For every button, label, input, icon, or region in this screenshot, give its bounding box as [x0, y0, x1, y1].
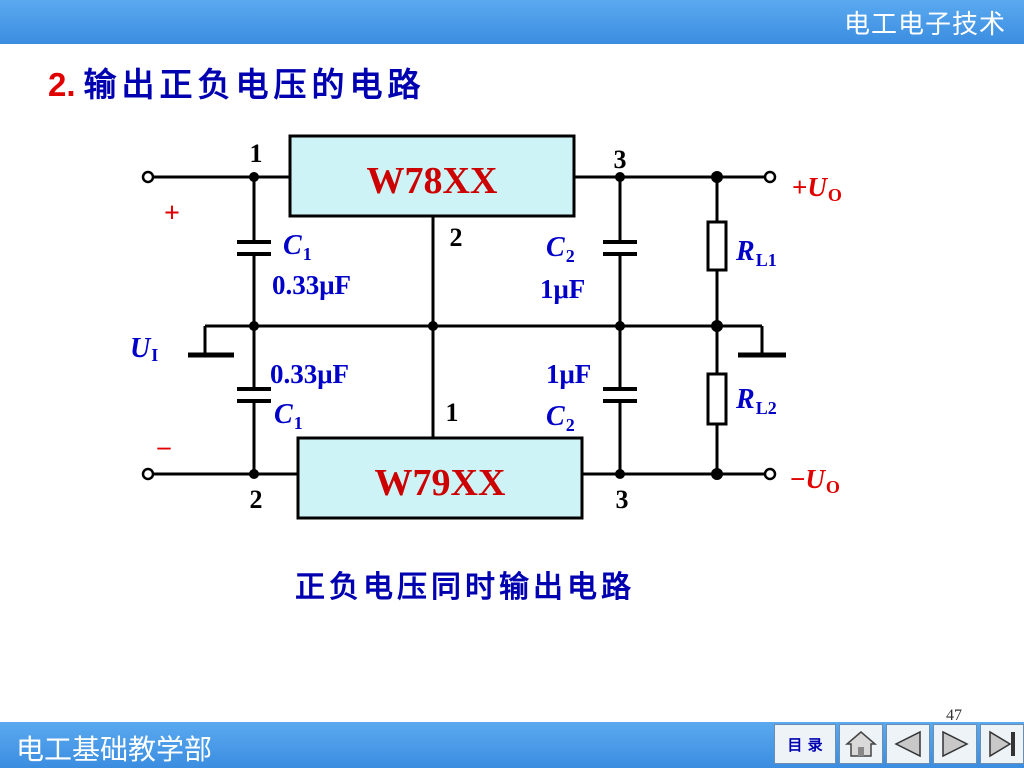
- input-plus-sign: +: [164, 198, 180, 229]
- next-icon: [942, 730, 969, 758]
- input-terminal-plus: [141, 170, 155, 184]
- c1-top-label: C1: [283, 230, 312, 264]
- rl1-label: RL1: [735, 236, 777, 270]
- diagram-caption: 正负电压同时输出电路: [295, 570, 635, 605]
- c2-top-value: 1μF: [540, 274, 585, 304]
- input-minus-sign: –: [157, 432, 172, 461]
- pin-top-out: 3: [614, 145, 627, 174]
- pin-top-gnd: 2: [450, 223, 463, 252]
- pin-bottom-in: 2: [250, 485, 263, 514]
- slide-title: 输出正负电压的电路: [83, 65, 426, 104]
- pin-top-in: 1: [250, 139, 263, 168]
- c2-top-label: C2: [546, 232, 575, 266]
- bottom-bar: 电工基础教学部 目 录: [0, 722, 1024, 768]
- c1-bottom-label: C1: [274, 399, 303, 433]
- last-button[interactable]: [980, 724, 1024, 764]
- next-button[interactable]: [933, 724, 977, 764]
- c1-bottom-value: 0.33μF: [270, 359, 349, 389]
- c2-bottom-value: 1μF: [546, 359, 591, 389]
- menu-button[interactable]: 目 录: [774, 724, 836, 764]
- regulator-w79xx: [296, 436, 584, 520]
- pin-bottom-out: 3: [616, 485, 629, 514]
- resistor-rl1: [706, 220, 728, 272]
- c1-top-value: 0.33μF: [272, 270, 351, 300]
- rl2-label: RL2: [735, 384, 777, 418]
- output-terminal-neg: [763, 467, 777, 481]
- output-neg-label: −UO: [790, 464, 840, 497]
- slide-number: 2.: [48, 66, 76, 103]
- regulator-w79xx-label: W79XX: [375, 462, 506, 504]
- last-icon: [989, 730, 1015, 758]
- department-name: 电工基础教学部: [16, 733, 213, 766]
- home-button[interactable]: [839, 724, 883, 764]
- nav-buttons: 目 录: [774, 724, 1024, 764]
- input-terminal-minus: [141, 467, 155, 481]
- input-voltage-label: UI: [130, 333, 158, 365]
- course-title: 电工电子技术: [843, 10, 1006, 40]
- output-pos-label: +UO: [792, 172, 842, 205]
- capacitor-plates: [237, 240, 637, 403]
- output-terminal-pos: [763, 170, 777, 184]
- circuit-wires: [152, 175, 766, 476]
- regulator-w78xx-label: W78XX: [367, 160, 498, 202]
- prev-button[interactable]: [886, 724, 930, 764]
- home-icon: [844, 731, 878, 757]
- junction-dots: [249, 171, 723, 480]
- resistor-rl2: [706, 372, 728, 426]
- c2-bottom-label: C2: [546, 401, 575, 435]
- top-bar: 电工电子技术: [0, 0, 1024, 44]
- pin-bottom-gnd: 1: [446, 398, 459, 427]
- prev-icon: [894, 730, 921, 758]
- page-number: 47: [946, 707, 962, 724]
- regulator-w78xx: [288, 134, 576, 218]
- slide-heading: 2.输出正负电压的电路: [48, 58, 426, 106]
